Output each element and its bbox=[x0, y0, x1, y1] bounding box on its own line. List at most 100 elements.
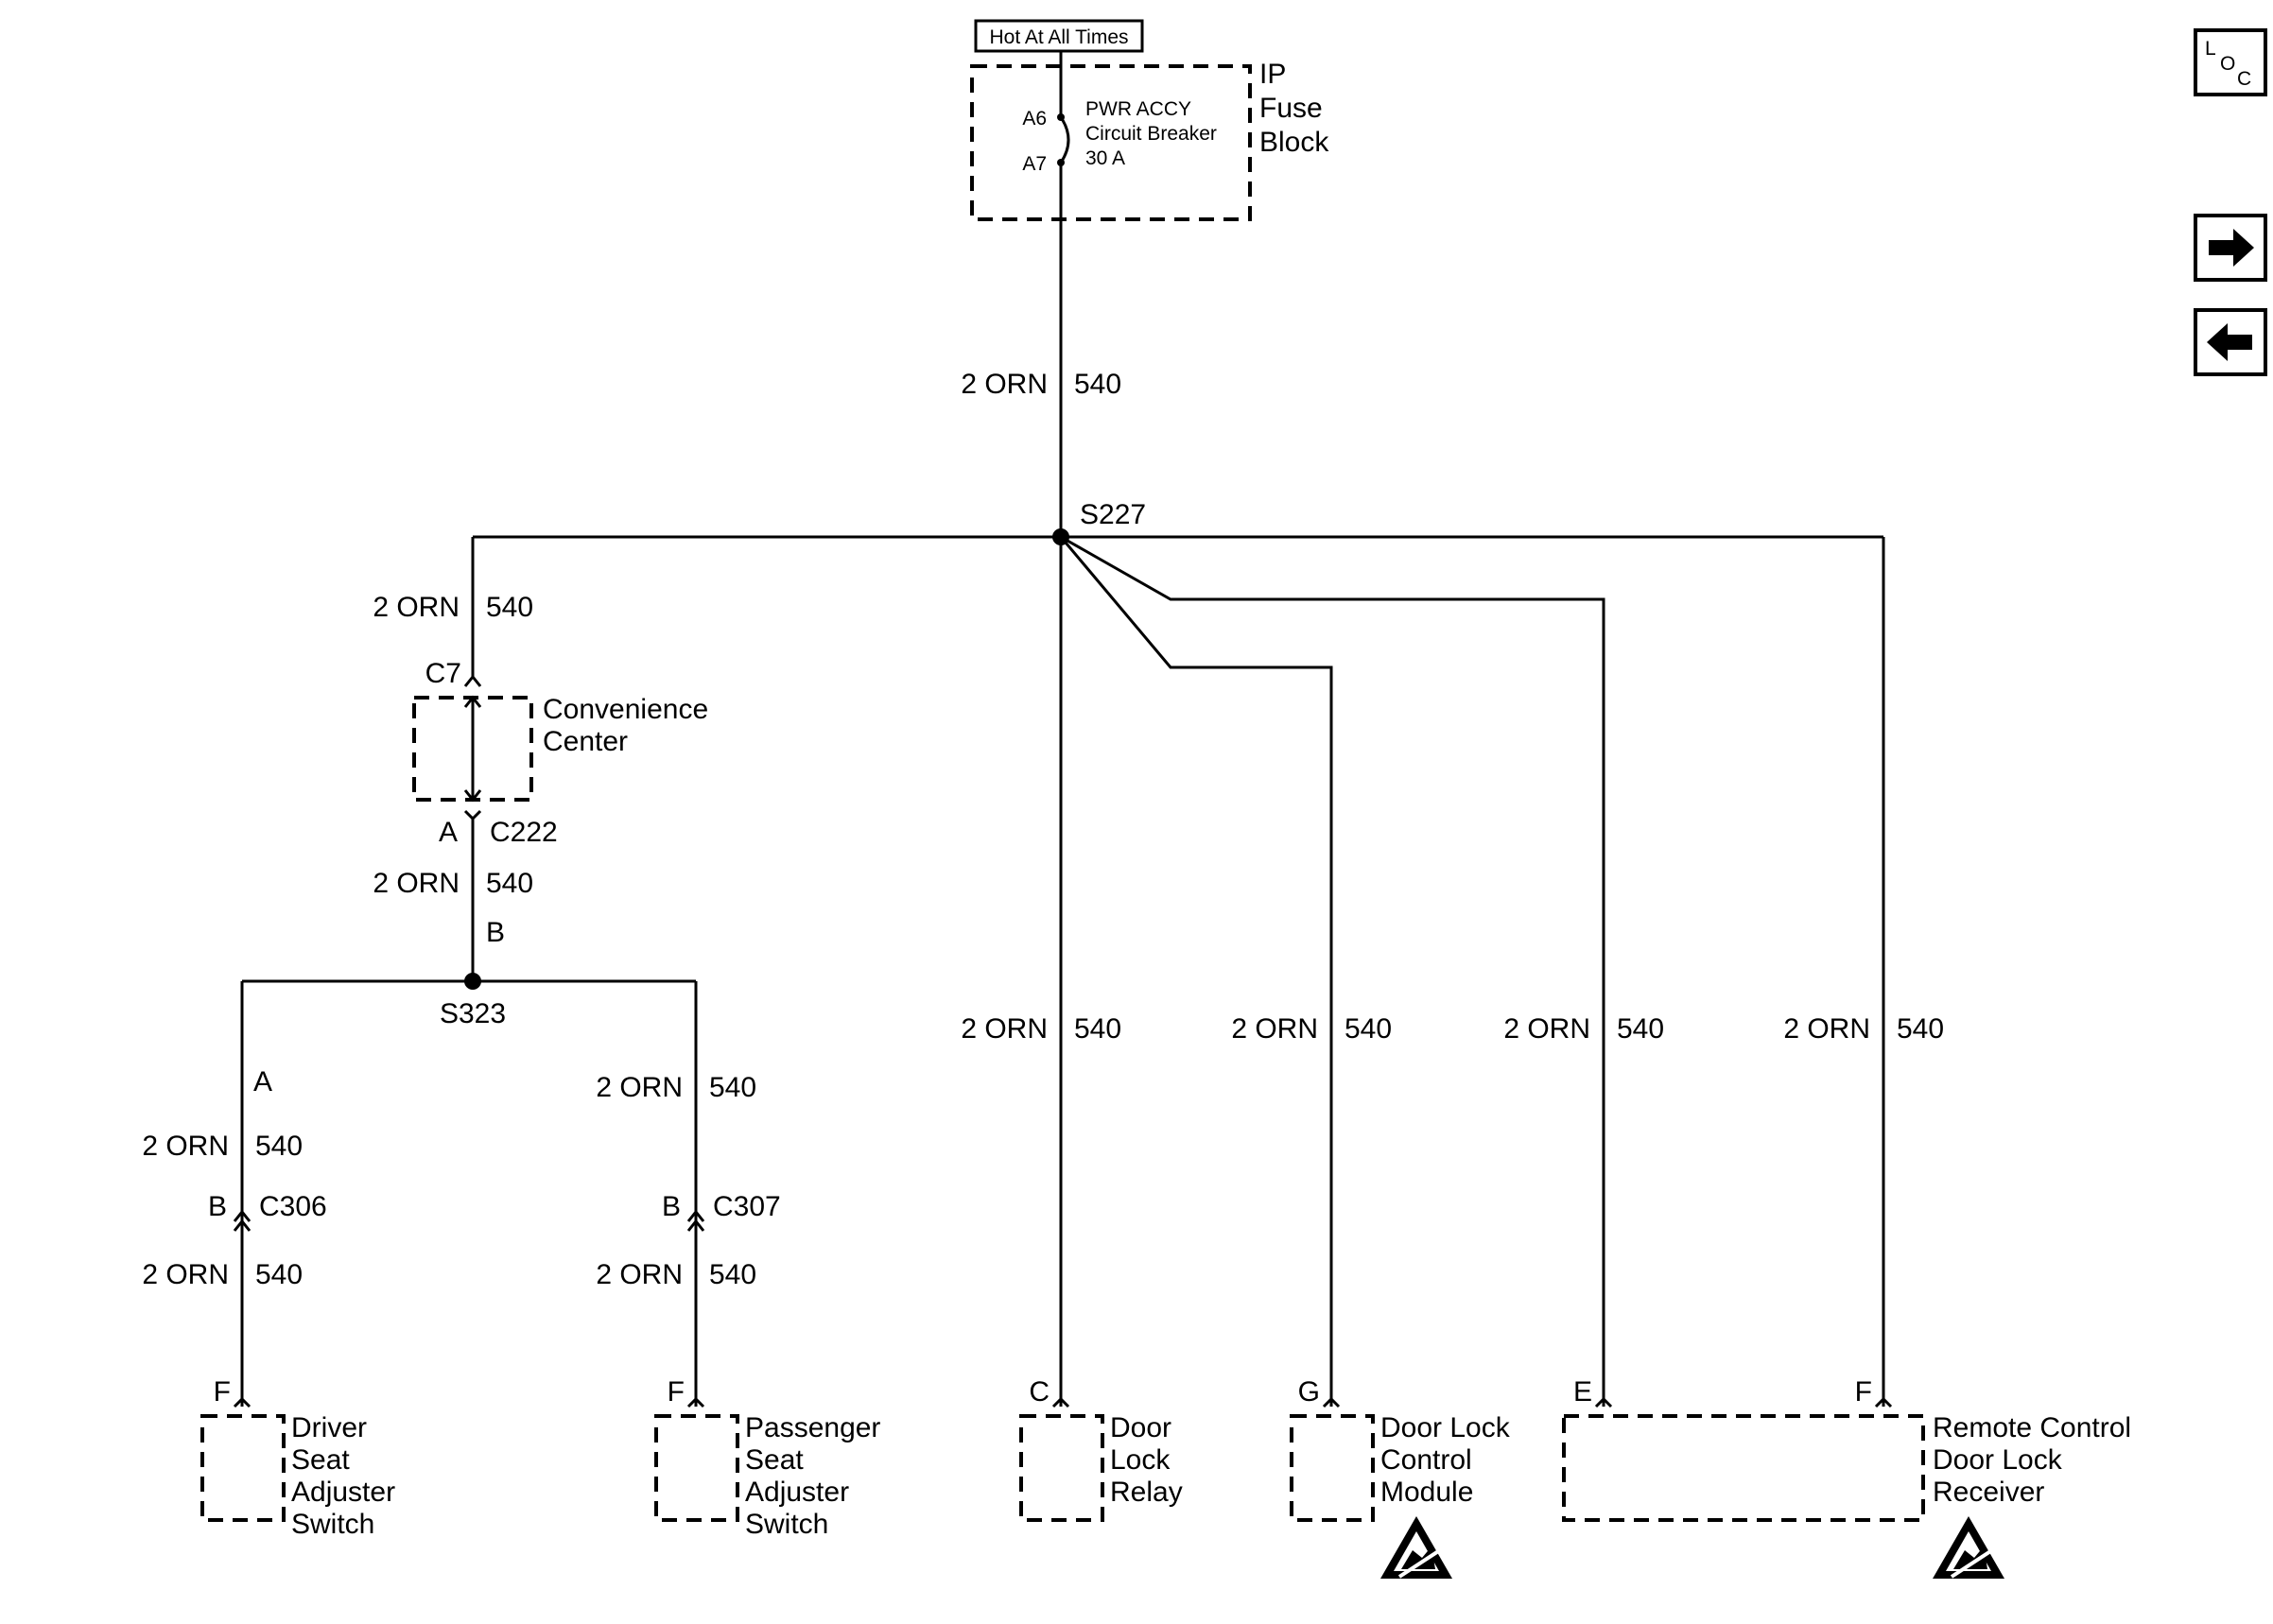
hot-at-all-times-text: Hot At All Times bbox=[989, 26, 1128, 48]
esd-warning-icon bbox=[1380, 1516, 1452, 1579]
c222-connector-symbol bbox=[463, 809, 482, 821]
previous-page-button[interactable] bbox=[2194, 308, 2267, 376]
driver-upper-circuit: 540 bbox=[255, 1131, 303, 1162]
s323-label: S323 bbox=[440, 998, 506, 1029]
passenger-pin-f-symbol bbox=[686, 1396, 705, 1408]
driver-switch-label-1: Driver bbox=[291, 1412, 367, 1443]
module-label-2: Control bbox=[1380, 1444, 1472, 1476]
convenience-center-label-1: Convenience bbox=[543, 694, 708, 725]
c306-connector-label: C306 bbox=[259, 1191, 327, 1222]
passenger-switch-label-4: Switch bbox=[745, 1509, 828, 1540]
remote-control-door-lock-receiver: Remote Control Door Lock Receiver bbox=[1562, 1412, 2131, 1522]
relay-pin-c-symbol bbox=[1051, 1396, 1070, 1408]
c306-connector-symbol bbox=[233, 1209, 252, 1232]
passenger-pin-f-label: F bbox=[668, 1376, 685, 1408]
next-page-button[interactable] bbox=[2194, 214, 2267, 282]
receiver-label-3: Receiver bbox=[1933, 1477, 2044, 1508]
s323-feed-gauge: 2 ORN bbox=[373, 868, 460, 899]
receiver-label-2: Door Lock bbox=[1933, 1444, 2063, 1476]
c7-connector-label: C7 bbox=[425, 658, 461, 689]
driver-pin-f-label: F bbox=[214, 1376, 231, 1408]
loc-letter-c: C bbox=[2237, 68, 2251, 90]
passenger-upper-circuit: 540 bbox=[709, 1072, 756, 1103]
breaker-text-2: Circuit Breaker bbox=[1085, 123, 1217, 145]
module-label-3: Module bbox=[1380, 1477, 1473, 1508]
driver-upper-gauge: 2 ORN bbox=[142, 1131, 229, 1162]
breaker-text-1: PWR ACCY bbox=[1085, 98, 1191, 120]
s323-splice-dot bbox=[464, 973, 481, 990]
receiver-f-circuit: 540 bbox=[1897, 1013, 1944, 1045]
s323-feed-circuit: 540 bbox=[486, 868, 533, 899]
loc-button[interactable]: L O C bbox=[2194, 28, 2267, 96]
relay-label-3: Relay bbox=[1110, 1477, 1183, 1508]
pin-a7-label: A7 bbox=[1022, 153, 1047, 175]
driver-lower-circuit: 540 bbox=[255, 1259, 303, 1290]
passenger-switch-label-3: Adjuster bbox=[745, 1477, 849, 1508]
arrow-right-icon bbox=[2209, 229, 2254, 267]
s227-label: S227 bbox=[1080, 499, 1146, 530]
relay-label-2: Lock bbox=[1110, 1444, 1171, 1476]
receiver-pin-e-symbol bbox=[1594, 1396, 1613, 1408]
breaker-text-3: 30 A bbox=[1085, 147, 1125, 169]
c7-connector-symbol bbox=[463, 674, 482, 687]
driver-pin-a-label: A bbox=[253, 1066, 272, 1097]
loc-icon: L O C bbox=[2205, 38, 2251, 90]
relay-pin-c-label: C bbox=[1029, 1376, 1050, 1408]
fuse-block-label-3: Block bbox=[1259, 127, 1329, 158]
c222-pin-a-label: A bbox=[439, 817, 458, 848]
driver-switch-label-2: Seat bbox=[291, 1444, 350, 1476]
loc-letter-l: L bbox=[2205, 38, 2216, 60]
module-gauge: 2 ORN bbox=[1231, 1013, 1318, 1045]
receiver-pin-e-label: E bbox=[1573, 1376, 1592, 1408]
passenger-switch-label-1: Passenger bbox=[745, 1412, 880, 1443]
module-wire bbox=[1059, 536, 1333, 1407]
receiver-e-wire bbox=[1060, 535, 1605, 1407]
driver-switch-label-3: Adjuster bbox=[291, 1477, 395, 1508]
driver-switch-label-4: Switch bbox=[291, 1509, 374, 1540]
receiver-e-gauge: 2 ORN bbox=[1503, 1013, 1590, 1045]
passenger-lower-gauge: 2 ORN bbox=[596, 1259, 683, 1290]
door-lock-control-module: Door Lock Control Module bbox=[1290, 1412, 1511, 1522]
passenger-switch-label-2: Seat bbox=[745, 1444, 804, 1476]
pin-a6-label: A6 bbox=[1022, 108, 1047, 130]
driver-pin-f-symbol bbox=[233, 1396, 252, 1408]
fuse-block-label-1: IP bbox=[1259, 59, 1286, 90]
c307-pin-b-label: B bbox=[662, 1191, 681, 1222]
module-label-1: Door Lock bbox=[1380, 1412, 1511, 1443]
module-circuit: 540 bbox=[1345, 1013, 1392, 1045]
relay-gauge: 2 ORN bbox=[961, 1013, 1048, 1045]
passenger-seat-adjuster-switch: Passenger Seat Adjuster Switch bbox=[654, 1412, 880, 1540]
door-lock-relay: Door Lock Relay bbox=[1019, 1412, 1183, 1522]
receiver-f-gauge: 2 ORN bbox=[1783, 1013, 1870, 1045]
main-feed-circuit: 540 bbox=[1074, 369, 1121, 400]
convenience-feed-gauge: 2 ORN bbox=[373, 592, 460, 623]
loc-letter-o: O bbox=[2220, 53, 2235, 75]
convenience-center: Convenience Center bbox=[412, 694, 708, 803]
receiver-label-1: Remote Control bbox=[1933, 1412, 2131, 1443]
ip-fuse-block: IP Fuse Block bbox=[970, 59, 1329, 221]
relay-label-1: Door bbox=[1110, 1412, 1171, 1443]
c307-connector-label: C307 bbox=[713, 1191, 781, 1222]
convenience-center-label-2: Center bbox=[543, 726, 628, 757]
breaker-symbol bbox=[1059, 116, 1070, 164]
convenience-feed-circuit: 540 bbox=[486, 592, 533, 623]
receiver-e-circuit: 540 bbox=[1617, 1013, 1664, 1045]
driver-seat-adjuster-switch: Driver Seat Adjuster Switch bbox=[200, 1412, 395, 1540]
esd-warning-icon bbox=[1933, 1516, 2004, 1579]
module-pin-g-symbol bbox=[1322, 1396, 1341, 1408]
hot-at-all-times-label: Hot At All Times bbox=[974, 19, 1144, 53]
main-feed-gauge: 2 ORN bbox=[961, 369, 1048, 400]
receiver-pin-f-label: F bbox=[1855, 1376, 1872, 1408]
receiver-pin-f-symbol bbox=[1874, 1396, 1893, 1408]
fuse-block-label-2: Fuse bbox=[1259, 93, 1323, 124]
c307-connector-symbol bbox=[686, 1209, 705, 1232]
c222-connector-label: C222 bbox=[490, 817, 558, 848]
passenger-upper-gauge: 2 ORN bbox=[596, 1072, 683, 1103]
module-pin-g-label: G bbox=[1298, 1376, 1320, 1408]
arrow-left-icon bbox=[2207, 323, 2252, 361]
circuit-breaker: A6 A7 PWR ACCY Circuit Breaker 30 A bbox=[1022, 52, 1217, 175]
s323-pin-b-label: B bbox=[486, 917, 505, 948]
c306-pin-b-label: B bbox=[208, 1191, 227, 1222]
relay-circuit: 540 bbox=[1074, 1013, 1121, 1045]
